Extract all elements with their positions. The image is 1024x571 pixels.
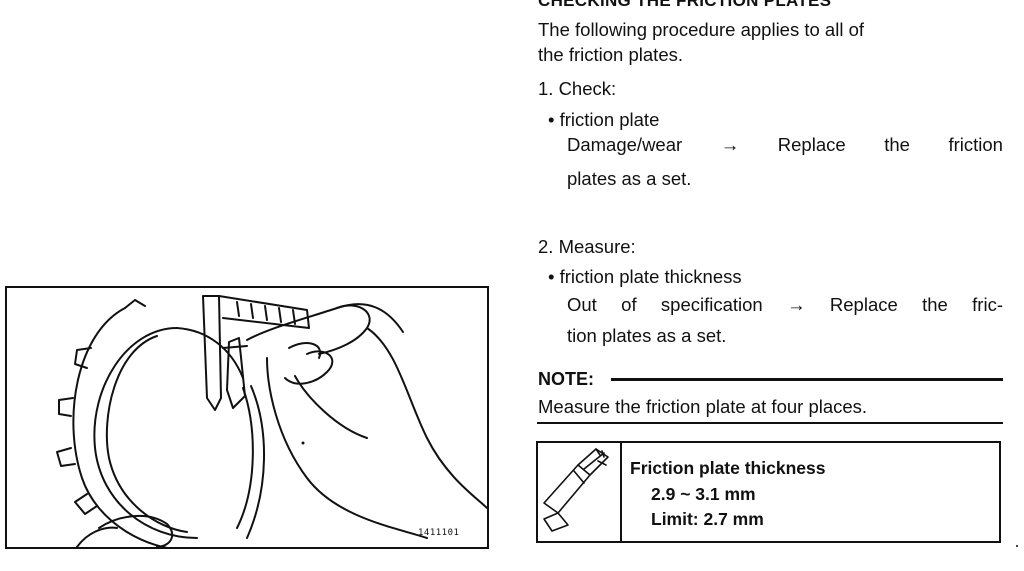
vernier-caliper [202, 295, 222, 411]
figure-code: 1411101 [418, 528, 460, 538]
step-2-item: • friction plate thickness [548, 266, 742, 287]
spec-icon-cell [538, 443, 622, 541]
vernier-caliper-icon [543, 448, 609, 532]
note-label: NOTE: [538, 369, 594, 389]
intro-line-1: The following procedure applies to all o… [538, 19, 1003, 41]
step-2-result-line-2: tion plates as a set. [567, 325, 727, 346]
step-2-result-line-1: Out of specification → Replace the fric- [567, 294, 1003, 316]
arrow-symbol: → [787, 294, 806, 315]
note-bottom-rule [537, 422, 1003, 424]
section-heading: CHECKING THE FRICTION PLATES [538, 0, 832, 10]
intro-text-1: The following procedure applies to all o… [538, 19, 864, 40]
step-1-label: 1. Check: [538, 78, 617, 99]
spec-limit: Limit: 2.7 mm [651, 509, 764, 529]
step-1-item: • friction plate [548, 109, 660, 130]
step-1-result-line-2: plates as a set. [567, 168, 692, 189]
illustration-frame: 1411101 [5, 286, 489, 549]
step-1-result-word: the [884, 134, 910, 155]
step-1-result-line-1: Damage/wear → Replace the friction [567, 134, 1003, 156]
step-2-result-word: Out [567, 294, 597, 315]
friction-plate-outer-ring [72, 307, 168, 547]
arrow-symbol: → [720, 134, 740, 155]
spec-title: Friction plate thickness [630, 458, 826, 478]
step-1-result-word: Damage/wear [567, 134, 683, 155]
step-1-result-word: Replace [777, 134, 846, 155]
step-2-result-word: of [621, 294, 637, 315]
note-text: Measure the friction plate at four place… [538, 396, 868, 417]
step-2-result-word: the [922, 294, 948, 315]
friction-plate-measurement-illustration [56, 295, 487, 547]
friction-plate-inner-ring [93, 327, 198, 539]
hand [246, 304, 371, 355]
step-2-result-word: Replace [829, 294, 898, 315]
step-1-result-word: friction [948, 134, 1003, 155]
step-2-label: 2. Measure: [538, 236, 636, 257]
note-divider [611, 378, 1003, 381]
intro-line-2: the friction plates. [538, 44, 683, 65]
spec-box: Friction plate thickness 2.9 ~ 3.1 mm Li… [536, 441, 1001, 543]
step-2-result-word: fric- [972, 294, 1003, 315]
page-speck [1016, 545, 1018, 547]
step-2-result-word: specification [660, 294, 763, 315]
spec-range: 2.9 ~ 3.1 mm [651, 484, 756, 504]
